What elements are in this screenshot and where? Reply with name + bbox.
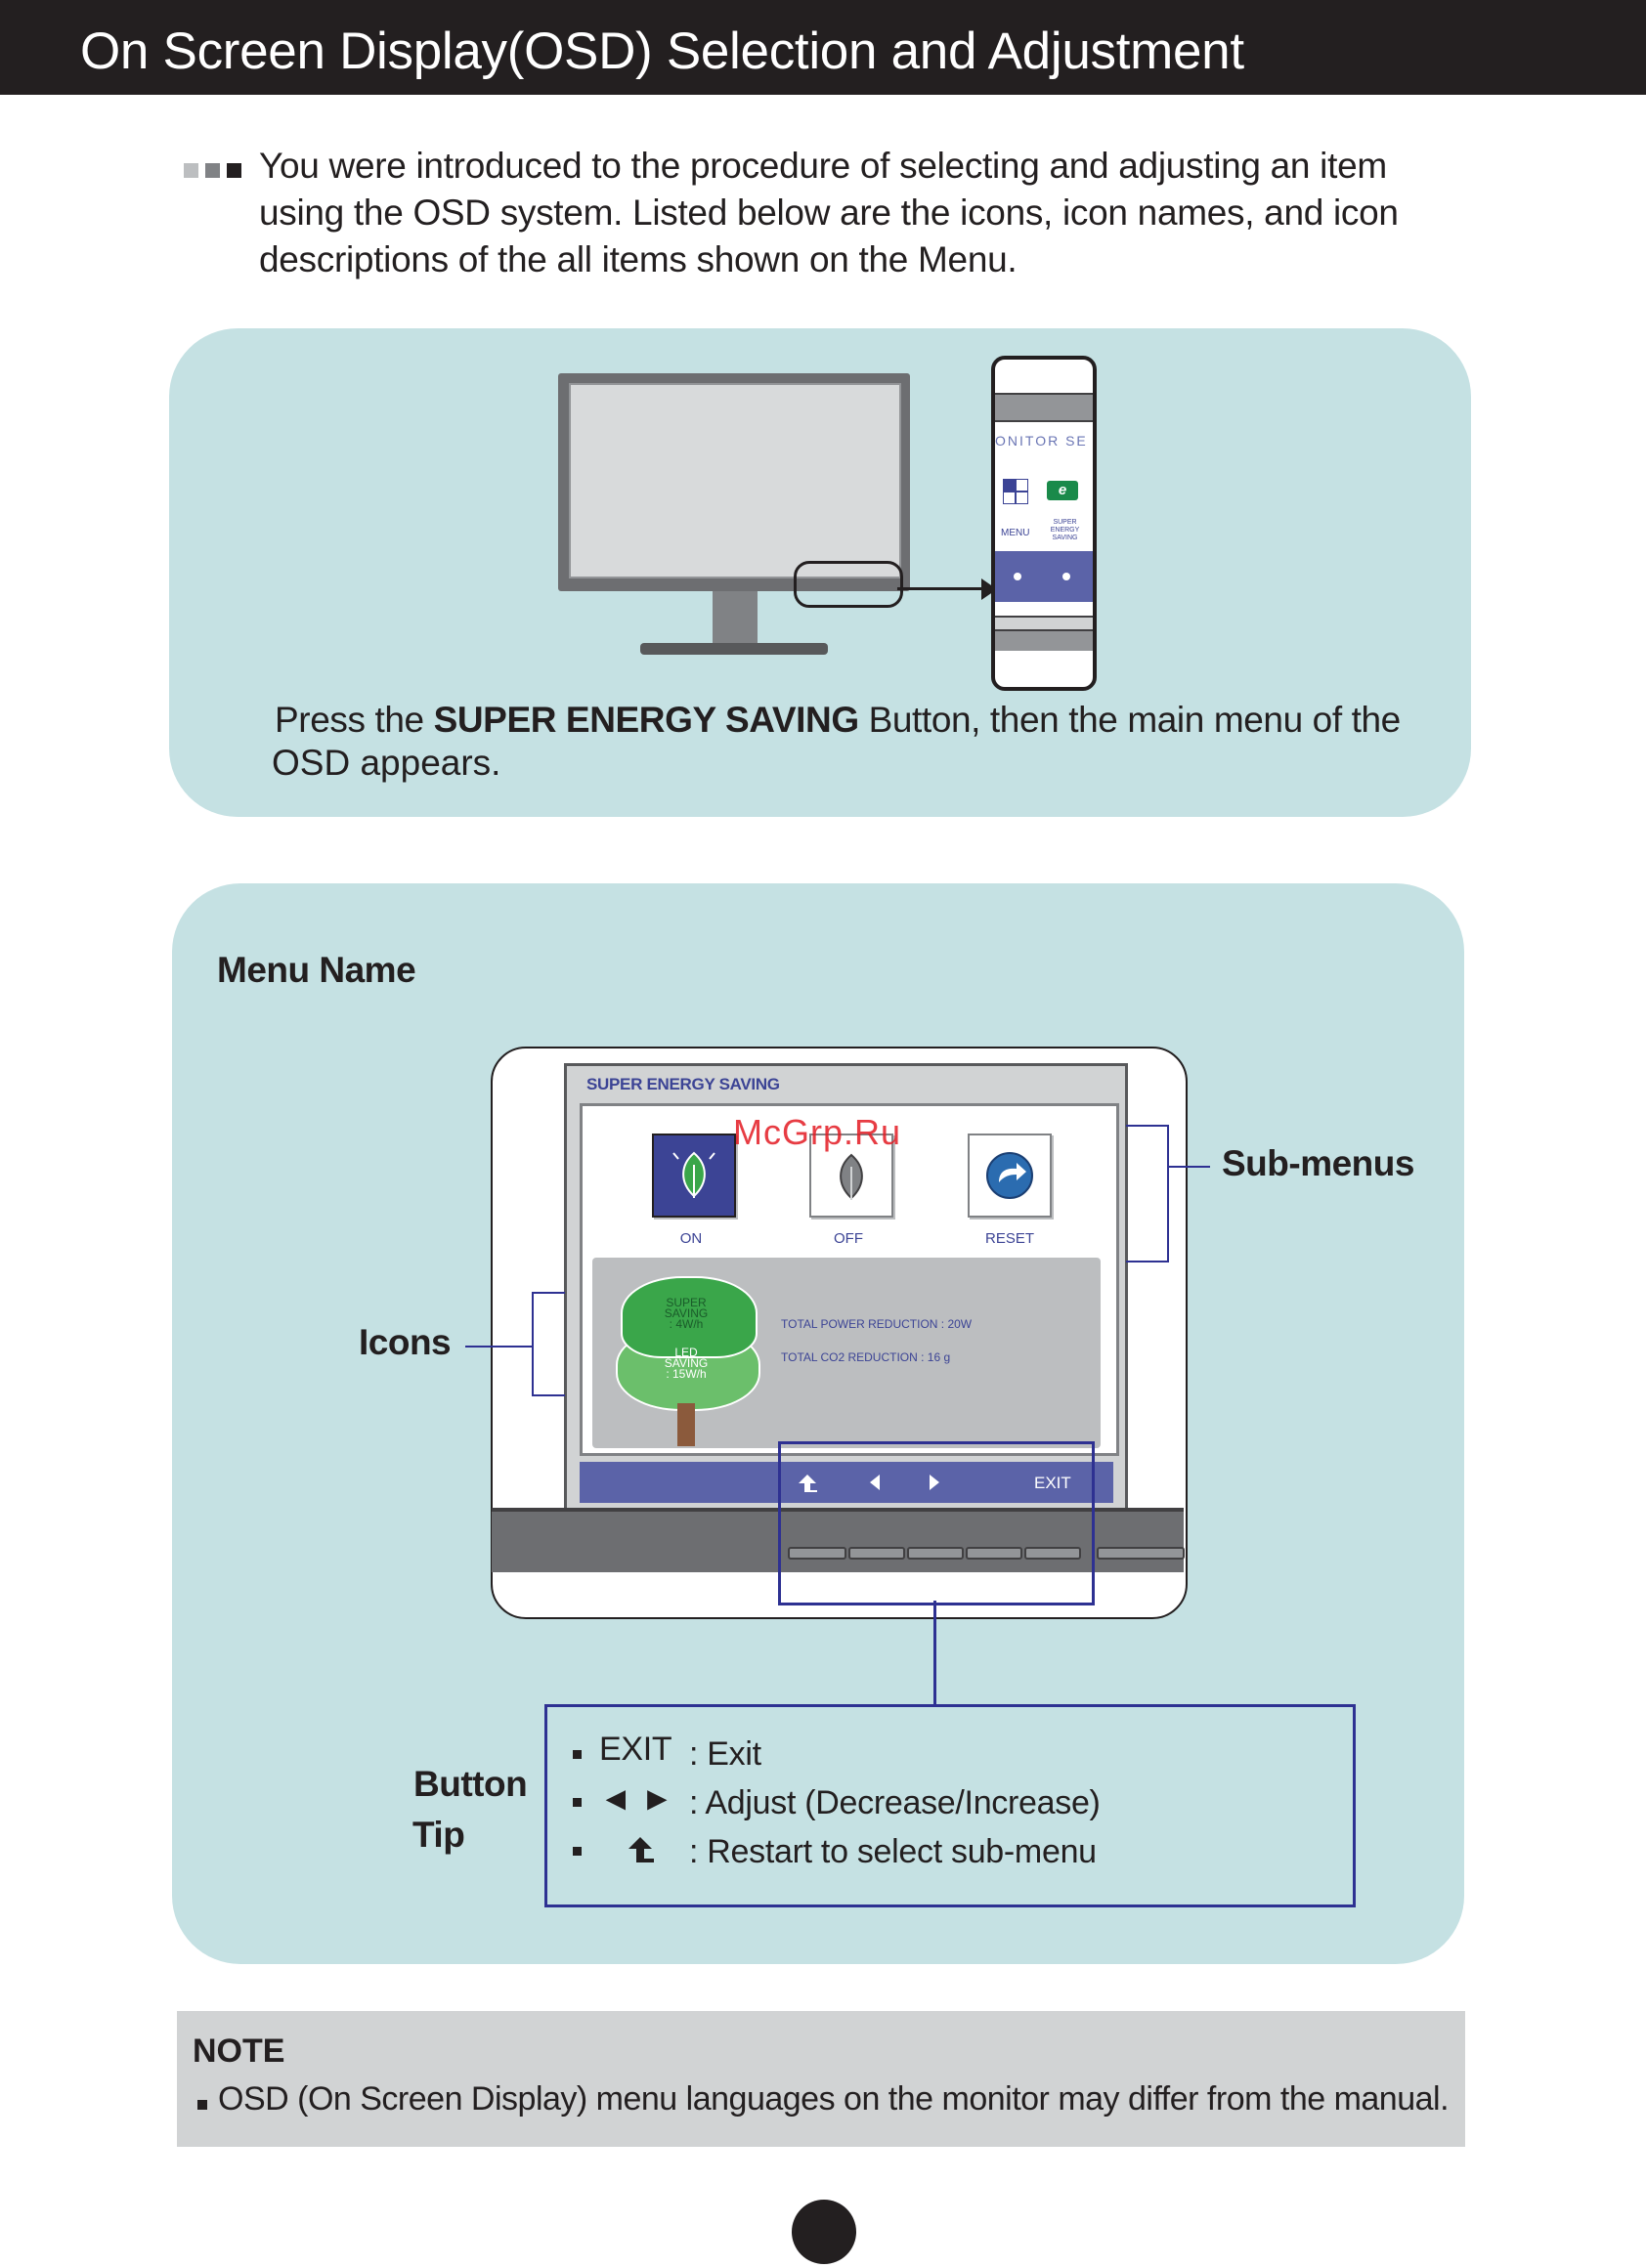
button-tip-highlight bbox=[778, 1441, 1095, 1605]
tip-adjust-desc-text: Adjust (Decrease/Increase) bbox=[705, 1784, 1101, 1821]
icon-label-off: OFF bbox=[834, 1230, 863, 1247]
icons-label: Icons bbox=[359, 1322, 452, 1362]
tip-bullet bbox=[573, 1798, 582, 1807]
return-arrow-icon bbox=[628, 1837, 654, 1862]
zoom-button-bar bbox=[995, 551, 1093, 602]
zoom-ses-label: SUPER ENERGY SAVING bbox=[1050, 519, 1080, 541]
total-power-reduction: TOTAL POWER REDUCTION : 20W bbox=[781, 1317, 973, 1331]
tree-canopy-upper bbox=[621, 1276, 758, 1358]
leaf-off-icon[interactable] bbox=[809, 1134, 893, 1218]
tree-trunk-icon bbox=[677, 1403, 695, 1446]
icons-bracket bbox=[532, 1292, 565, 1396]
reset-icon[interactable] bbox=[968, 1134, 1052, 1218]
tree-super-saving: SUPER SAVING : 4W/h bbox=[637, 1296, 735, 1331]
monitor-stand-neck bbox=[713, 591, 758, 645]
tip-exit-desc-text: Exit bbox=[707, 1735, 761, 1773]
zoom-bezel-top bbox=[995, 393, 1093, 422]
arrow-left-icon[interactable] bbox=[868, 1474, 882, 1491]
zoom-menu-label: MENU bbox=[1001, 528, 1030, 538]
button-callout-outline bbox=[794, 561, 903, 608]
eco-icon: e bbox=[1047, 481, 1078, 500]
monitor-bezel bbox=[492, 1508, 1184, 1572]
tree-bottom-line1: LED bbox=[674, 1346, 698, 1359]
tip-adjust-key: ◄ ► bbox=[599, 1780, 673, 1818]
arrow-right-icon[interactable] bbox=[928, 1474, 941, 1491]
bezel-button[interactable] bbox=[788, 1547, 846, 1560]
tree-bottom-line2: SAVING bbox=[664, 1356, 709, 1370]
tree-led-saving: LED SAVING : 15W/h bbox=[637, 1346, 735, 1381]
monitor-stand-base bbox=[640, 643, 828, 655]
menu-grid-icon bbox=[1003, 479, 1028, 504]
note-title: NOTE bbox=[193, 2033, 285, 2070]
tree-top-line2: SAVING bbox=[664, 1306, 709, 1320]
tip-bullet bbox=[573, 1847, 582, 1856]
tip-exit-key: EXIT bbox=[599, 1731, 672, 1768]
menu-name-heading: Menu Name bbox=[217, 950, 416, 990]
tip-adjust-desc: : Adjust (Decrease/Increase) bbox=[689, 1784, 1101, 1821]
note-text: OSD (On Screen Display) menu languages o… bbox=[218, 2080, 1450, 2118]
bezel-button[interactable] bbox=[966, 1547, 1022, 1560]
press-instruction: Press the SUPER ENERGY SAVING Button, th… bbox=[275, 700, 1401, 741]
tip-restart-desc: : Restart to select sub-menu bbox=[689, 1833, 1097, 1870]
press-bold: SUPER ENERGY SAVING bbox=[433, 700, 860, 740]
return-arrow-icon[interactable] bbox=[797, 1474, 818, 1493]
page-number-marker bbox=[792, 2200, 856, 2264]
watermark: McGrp.Ru bbox=[733, 1112, 902, 1152]
icons-leader bbox=[465, 1346, 532, 1348]
osd-button-bar: EXIT bbox=[580, 1462, 1113, 1503]
press-before: Press the bbox=[275, 700, 434, 740]
monitor-screen bbox=[569, 383, 901, 578]
tree-bottom-line3: : 15W/h bbox=[666, 1367, 707, 1381]
button-tip-label-line1: Button bbox=[413, 1764, 528, 1804]
osd-exit-label[interactable]: EXIT bbox=[1034, 1474, 1071, 1492]
bezel-buttons bbox=[788, 1547, 1185, 1560]
icon-label-on: ON bbox=[679, 1230, 703, 1247]
zoom-bezel-buttons bbox=[995, 616, 1093, 631]
note-bullet bbox=[197, 2100, 207, 2110]
bezel-button[interactable] bbox=[848, 1547, 905, 1560]
tip-restart-desc-text: Restart to select sub-menu bbox=[707, 1833, 1097, 1870]
submenus-leader bbox=[1169, 1166, 1210, 1168]
menu-button-dot[interactable] bbox=[1014, 573, 1021, 580]
power-button[interactable] bbox=[1097, 1547, 1185, 1560]
button-zoom-view: ONITOR SE e MENU SUPER ENERGY SAVING bbox=[991, 356, 1097, 691]
submenus-label: Sub-menus bbox=[1222, 1143, 1414, 1183]
bezel-button[interactable] bbox=[1024, 1547, 1081, 1560]
osd-title: SUPER ENERGY SAVING bbox=[586, 1075, 780, 1093]
note-box bbox=[177, 2011, 1465, 2147]
zoom-bezel-bottom bbox=[995, 631, 1093, 651]
icon-label-reset: RESET bbox=[984, 1230, 1034, 1247]
tree-top-line3: : 4W/h bbox=[669, 1317, 704, 1331]
bullet-squares-icon bbox=[184, 163, 248, 183]
tree-top-line1: SUPER bbox=[666, 1296, 707, 1309]
submenus-bracket bbox=[1126, 1125, 1169, 1262]
leaf-on-icon[interactable] bbox=[652, 1134, 736, 1218]
total-co2-reduction: TOTAL CO2 REDUCTION : 16 g bbox=[781, 1350, 951, 1364]
tip-bullet bbox=[573, 1750, 582, 1759]
press-after: Button, then the main menu of the bbox=[858, 700, 1402, 740]
bezel-button[interactable] bbox=[907, 1547, 964, 1560]
button-tip-connector bbox=[933, 1601, 936, 1704]
callout-connector bbox=[897, 587, 990, 590]
zoom-monitor-set-label: ONITOR SE bbox=[995, 433, 1088, 449]
press-instruction-line2: OSD appears. bbox=[272, 743, 501, 783]
button-tip-box bbox=[544, 1704, 1356, 1907]
intro-text: You were introduced to the procedure of … bbox=[259, 146, 1399, 279]
ses-button-dot[interactable] bbox=[1062, 573, 1070, 580]
tip-exit-desc: : Exit bbox=[689, 1735, 761, 1773]
header-bar bbox=[0, 0, 1646, 95]
button-tip-label-line2: Tip bbox=[412, 1815, 465, 1855]
page-title: On Screen Display(OSD) Selection and Adj… bbox=[80, 22, 1244, 80]
